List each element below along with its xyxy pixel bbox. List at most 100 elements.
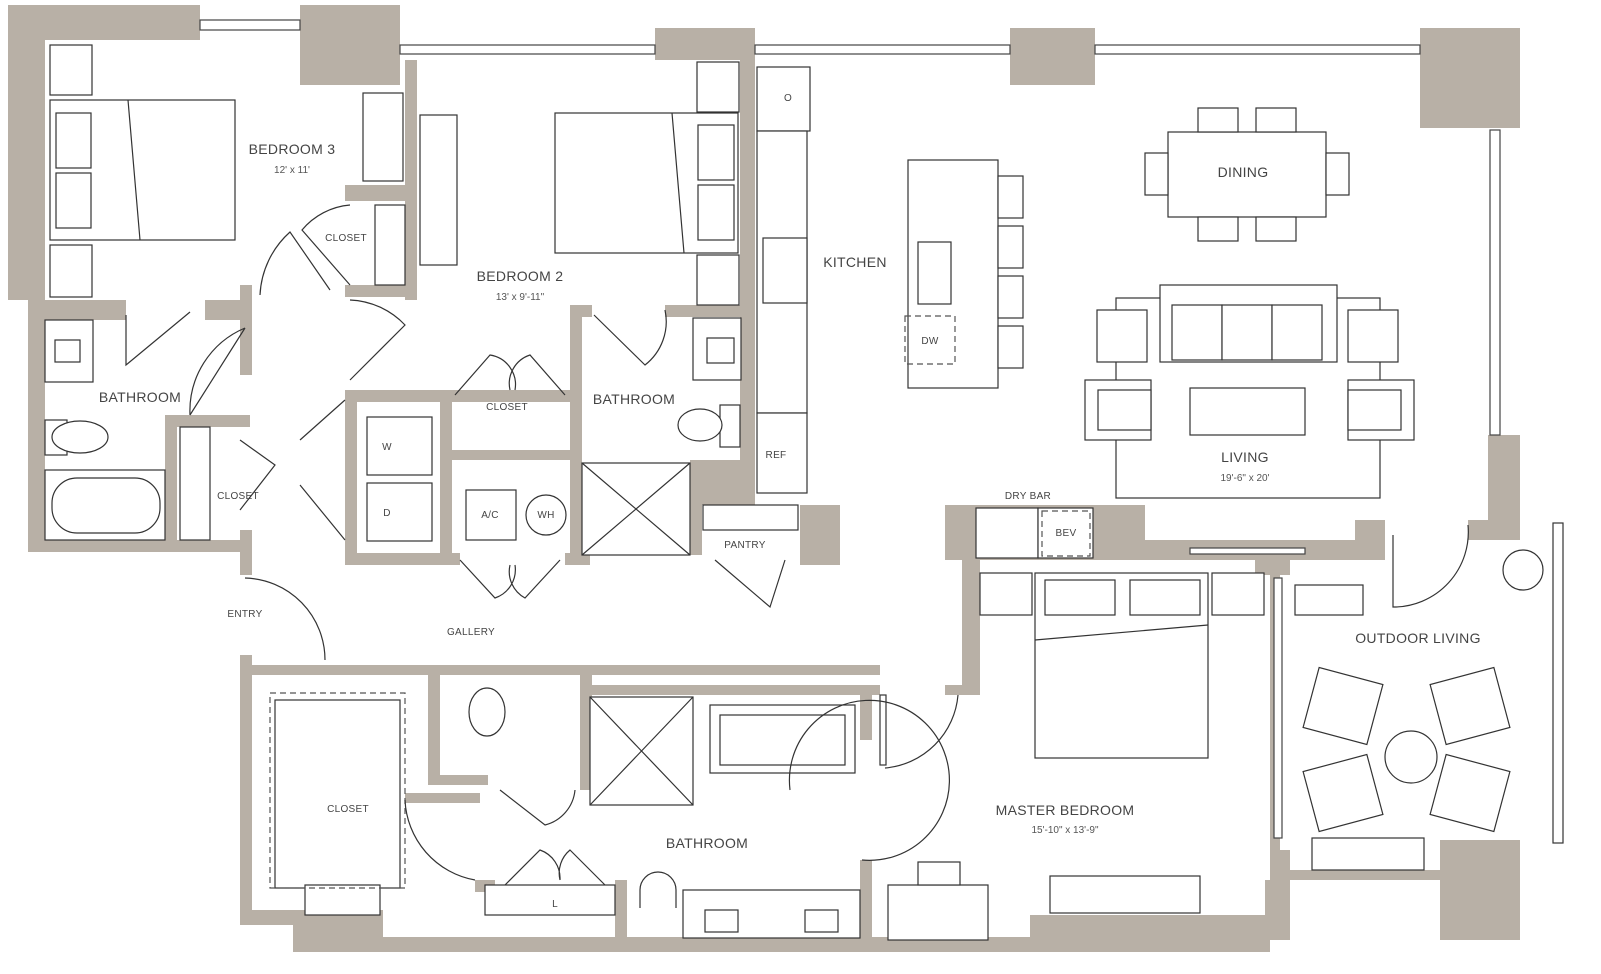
- furniture-piece: [879, 694, 887, 766]
- wall: [8, 5, 45, 300]
- toilet: [677, 408, 723, 442]
- wall: [1280, 870, 1440, 880]
- furniture-piece: [1129, 579, 1201, 616]
- label-rooms-closet-hall-name: CLOSET: [217, 491, 259, 502]
- furniture-piece: [366, 482, 433, 542]
- water-heater: [525, 494, 567, 536]
- wall: [440, 450, 575, 460]
- label-rooms-bedroom3-name: BEDROOM 3: [249, 141, 336, 157]
- wall: [345, 390, 575, 402]
- outdoor-chair: [1429, 666, 1511, 746]
- outdoor-chair: [1302, 666, 1384, 746]
- wall: [240, 665, 880, 675]
- window: [1189, 547, 1306, 555]
- furniture-piece: [1347, 389, 1402, 431]
- label-fixtures-ac: A/C: [481, 510, 499, 521]
- furniture-piece: [1255, 216, 1297, 242]
- furniture-piece: [696, 61, 740, 113]
- furniture-piece: [1037, 507, 1094, 559]
- furniture-piece: [1271, 304, 1323, 361]
- wall: [1030, 915, 1270, 952]
- dashed-outline: [904, 315, 956, 365]
- furniture-piece: [706, 337, 735, 364]
- furniture: [44, 44, 1564, 941]
- label-fixtures-beverage: BEV: [1056, 528, 1077, 539]
- furniture-piece: [1189, 387, 1306, 436]
- wall: [1440, 840, 1520, 940]
- wall: [1468, 520, 1520, 540]
- wall: [740, 40, 755, 510]
- furniture-piece: [1197, 107, 1239, 133]
- wall: [615, 880, 627, 940]
- walls: [8, 5, 1520, 952]
- label-rooms-kitchen-name: KITCHEN: [823, 254, 887, 270]
- outdoor-table: [1384, 730, 1438, 784]
- label-rooms-outdoor-living-name: OUTDOOR LIVING: [1355, 630, 1481, 646]
- furniture-piece: [1097, 389, 1152, 431]
- wall: [205, 300, 250, 320]
- label-fixtures-dryer: D: [383, 508, 391, 519]
- label-rooms-living-name: LIVING: [1221, 449, 1269, 465]
- wall: [962, 555, 980, 695]
- furniture-piece: [484, 884, 616, 916]
- wall: [655, 28, 755, 60]
- wall: [345, 553, 460, 565]
- label-rooms-living-dims: 19'-6" x 20': [1220, 473, 1269, 484]
- furniture-piece: [1325, 152, 1350, 196]
- wall: [1010, 28, 1095, 85]
- furniture-piece: [362, 92, 404, 182]
- furniture-piece: [55, 172, 92, 229]
- wall: [28, 300, 45, 550]
- furniture-piece: [719, 404, 741, 448]
- label-fixtures-linen: L: [552, 899, 558, 910]
- dashed-outline: [269, 692, 406, 889]
- wall: [28, 540, 250, 552]
- window: [1094, 44, 1421, 55]
- wall: [580, 675, 592, 790]
- furniture-piece: [366, 416, 433, 476]
- labels: BEDROOM 312' x 11'BEDROOM 213' x 9'-11"K…: [99, 93, 1481, 910]
- furniture-piece: [1096, 309, 1148, 363]
- furniture-piece: [419, 114, 458, 266]
- label-fixtures-refrigerator: REF: [766, 450, 787, 461]
- furniture-piece: [49, 244, 93, 298]
- wall: [345, 390, 357, 565]
- label-rooms-bathroom-mid-name: BATHROOM: [593, 391, 675, 407]
- label-fixtures-dishwasher: DW: [921, 336, 939, 347]
- label-rooms-pantry-name: PANTRY: [724, 540, 765, 551]
- window: [754, 44, 1011, 55]
- wall: [405, 793, 480, 803]
- label-rooms-entry-name: ENTRY: [227, 609, 262, 620]
- label-fixtures-water-heater: WH: [537, 510, 554, 521]
- label-rooms-bathroom-master-name: BATHROOM: [666, 835, 748, 851]
- furniture-piece: [274, 699, 401, 889]
- furniture-piece: [704, 909, 739, 933]
- window: [1273, 577, 1283, 839]
- furniture-piece: [997, 225, 1024, 269]
- windows: [199, 19, 1501, 839]
- furniture-piece: [997, 325, 1024, 369]
- window: [399, 44, 656, 55]
- furniture-piece: [804, 909, 839, 933]
- wall: [1355, 520, 1385, 560]
- furniture-piece: [997, 175, 1024, 219]
- label-rooms-bedroom2-name: BEDROOM 2: [477, 268, 564, 284]
- furniture-piece: [1221, 304, 1273, 361]
- furniture-piece: [1197, 216, 1239, 242]
- label-rooms-closet-master-name: CLOSET: [327, 804, 369, 815]
- furniture-piece: [1211, 572, 1265, 616]
- furniture-piece: [1167, 131, 1327, 218]
- furniture-piece: [1311, 837, 1425, 871]
- label-rooms-bedroom3-dims: 12' x 11': [274, 165, 310, 176]
- bathtub: [51, 477, 161, 534]
- furniture-piece: [1552, 522, 1564, 844]
- wall: [240, 655, 252, 925]
- furniture-piece: [697, 124, 735, 181]
- furniture-piece: [304, 884, 381, 916]
- wall: [428, 775, 488, 785]
- wall: [240, 530, 252, 575]
- furniture-piece: [702, 504, 799, 531]
- door-swings: [125, 204, 1469, 886]
- wall: [570, 305, 592, 317]
- wall: [690, 490, 702, 555]
